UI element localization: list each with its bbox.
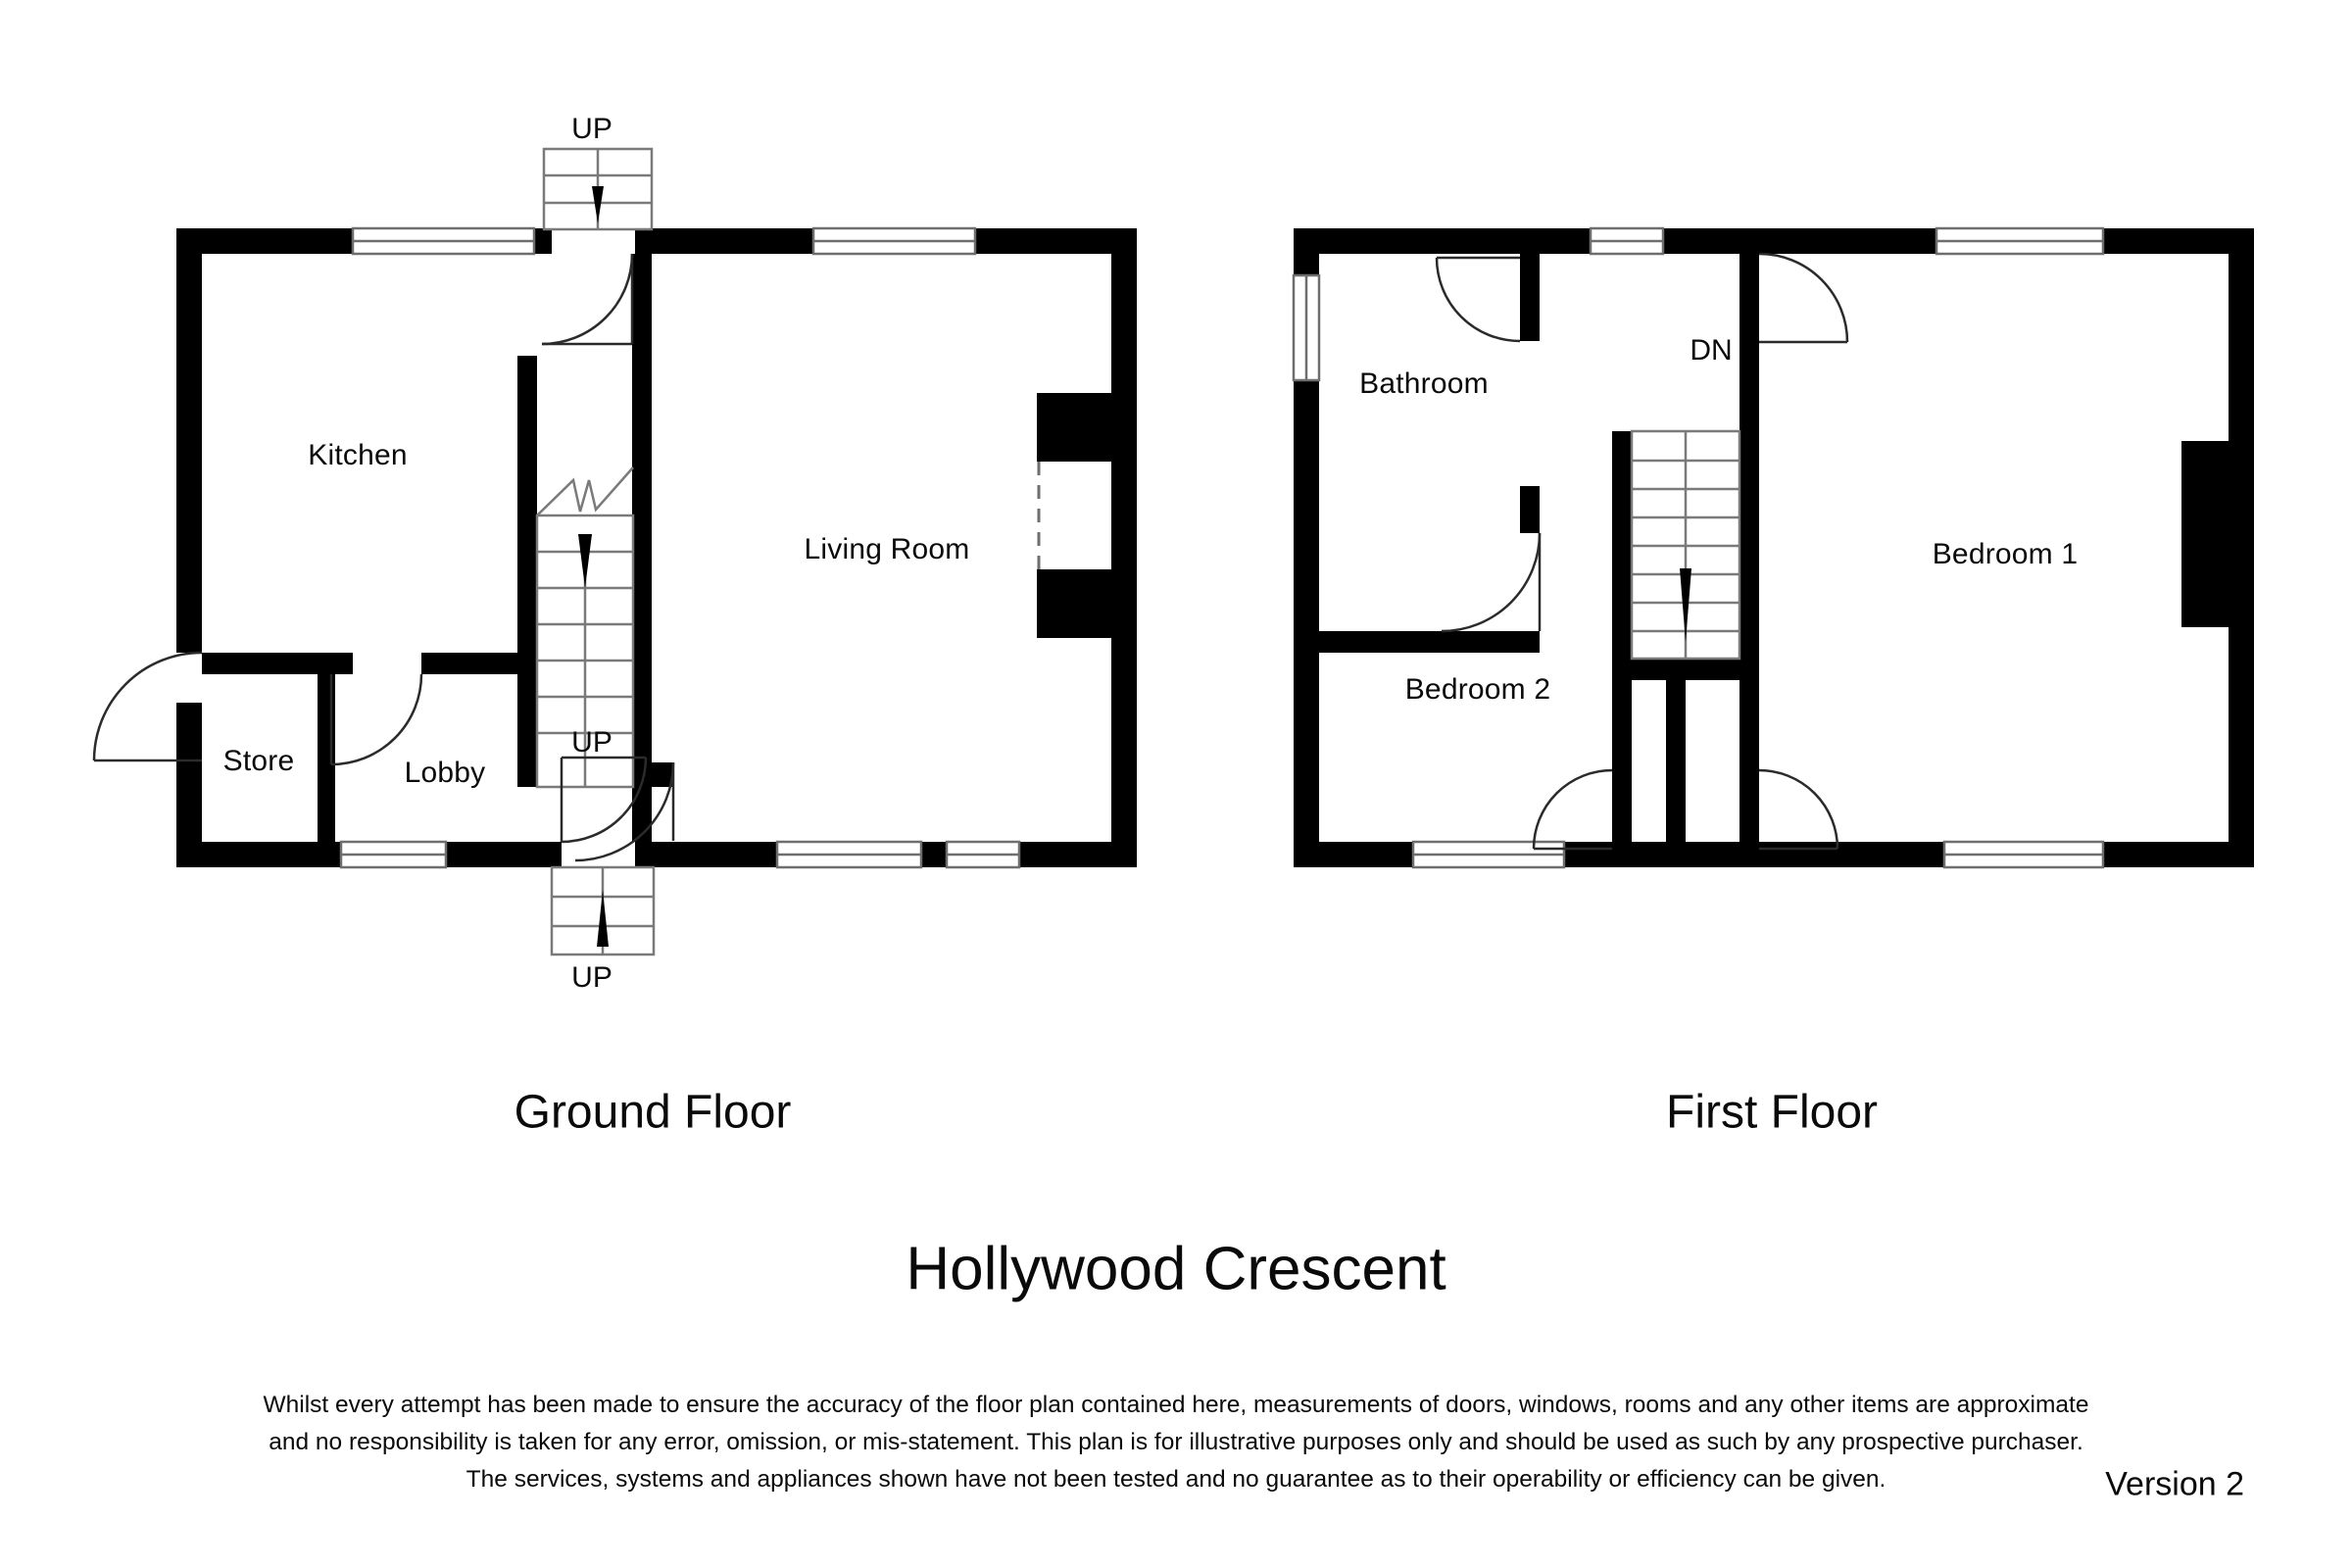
ff-wall-bottom-c (2103, 842, 2254, 867)
floor-caption-first: First Floor (1666, 1086, 1878, 1139)
wall-store-partition (318, 674, 335, 842)
wall-right-mid (1111, 462, 1137, 569)
wall-stair-right-nib (632, 762, 673, 787)
room-label-bedroom-1: Bedroom 1 (1932, 538, 2079, 570)
door-front-entrance (560, 756, 648, 844)
ff-window-bedroom2-bottom (1411, 840, 1566, 869)
first-floor-plan (1292, 226, 2254, 869)
window-livingroom-bottom-b (945, 840, 1021, 869)
stair-direction-label-up-mid: UP (571, 726, 612, 759)
ff-wall-landing-divider (1666, 679, 1686, 867)
ff-wall-bathroom-right-b (1520, 486, 1540, 533)
wall-bottom-a (176, 842, 341, 867)
ff-door-bedroom1 (1758, 768, 1839, 851)
disclaimer-line-2: and no responsibility is taken for any e… (269, 1429, 2083, 1455)
wall-bottom-d (921, 842, 947, 867)
ff-wall-top-b (1663, 228, 1936, 254)
stair-direction-label-dn: DN (1690, 334, 1733, 367)
ff-wall-right-chimney (2181, 441, 2254, 627)
wall-bottom-b (446, 842, 562, 867)
room-label-lobby: Lobby (404, 757, 486, 789)
ff-wall-left-b (1294, 380, 1319, 867)
ground-floor-plan (92, 147, 1137, 956)
room-label-store: Store (222, 745, 295, 777)
room-label-bedroom-2: Bedroom 2 (1404, 673, 1551, 706)
wall-left-lower (176, 703, 202, 867)
ff-window-bathroom-left (1292, 273, 1321, 382)
wall-stair-left (517, 356, 537, 787)
floor-caption-ground: Ground Floor (514, 1086, 792, 1139)
stair-direction-label-up-bottom: UP (571, 961, 612, 994)
page-title: Hollywood Crescent (906, 1235, 1446, 1303)
ff-door-bathroom-upper (1435, 256, 1521, 343)
stair-entrance-ground (550, 865, 656, 956)
ff-wall-left-a (1294, 228, 1319, 275)
ff-window-bedroom1-bottom (1942, 840, 2105, 869)
version-label: Version 2 (2105, 1465, 2244, 1503)
ff-wall-bathroom-right-a (1520, 254, 1540, 341)
ff-wall-stair-right-lower (1740, 679, 1759, 867)
ff-door-bathroom (1441, 532, 1542, 633)
stair-first-floor-dn (1630, 429, 1741, 661)
window-livingroom-bottom-a (775, 840, 923, 869)
wall-bottom-e (1019, 842, 1137, 867)
ff-wall-bottom-a (1294, 842, 1413, 867)
ff-window-bedroom1-top (1935, 226, 2105, 256)
ff-door-bedroom2 (1532, 768, 1613, 851)
ff-window-landing-top (1589, 226, 1665, 256)
stair-main-ground (535, 466, 635, 789)
window-livingroom-top (811, 226, 977, 256)
wall-top-mid (635, 228, 813, 254)
wall-top-left-a (176, 228, 353, 254)
stair-top-ground (542, 147, 654, 231)
room-label-bathroom: Bathroom (1359, 368, 1489, 400)
ff-wall-stair-left-lower (1612, 679, 1632, 867)
wall-right-lower (1111, 638, 1137, 867)
wall-left-upper (176, 228, 202, 653)
door-kitchen-hall (541, 253, 634, 346)
wall-kitchen-lobby-divider-a (202, 653, 353, 674)
wall-kitchen-lobby-divider-b (421, 653, 519, 674)
door-lobby-living (574, 761, 675, 862)
door-kitchen-lobby (329, 673, 423, 766)
ff-wall-stair-right (1740, 243, 1759, 679)
wall-right-upper (1111, 228, 1137, 393)
wall-top-left-b (534, 228, 552, 254)
window-lobby-bottom (339, 840, 448, 869)
room-label-living-room: Living Room (804, 533, 970, 565)
disclaimer-line-1: Whilst every attempt has been made to en… (263, 1392, 2089, 1418)
ff-door-bedroom1-top (1758, 252, 1849, 344)
wall-right-chimney-top (1037, 393, 1137, 462)
wall-top-right (975, 228, 1137, 254)
ff-wall-right-upper (2229, 228, 2254, 441)
door-store (92, 651, 203, 762)
ff-wall-stair-left (1612, 431, 1632, 679)
wall-stair-right (632, 254, 652, 786)
window-kitchen-top (351, 226, 536, 256)
ff-wall-right-lower (2229, 627, 2254, 867)
disclaimer-text: Whilst every attempt has been made to en… (108, 1387, 2244, 1498)
stair-direction-label-up-top: UP (571, 113, 612, 145)
wall-bottom-c (635, 842, 777, 867)
ff-wall-stair-foot (1612, 659, 1759, 680)
ff-wall-bathroom-bottom (1319, 631, 1540, 653)
room-label-kitchen: Kitchen (308, 439, 408, 471)
ff-wall-top-a (1294, 228, 1591, 254)
disclaimer-line-3: The services, systems and appliances sho… (466, 1466, 1886, 1493)
wall-right-chimney-bot (1037, 569, 1137, 638)
